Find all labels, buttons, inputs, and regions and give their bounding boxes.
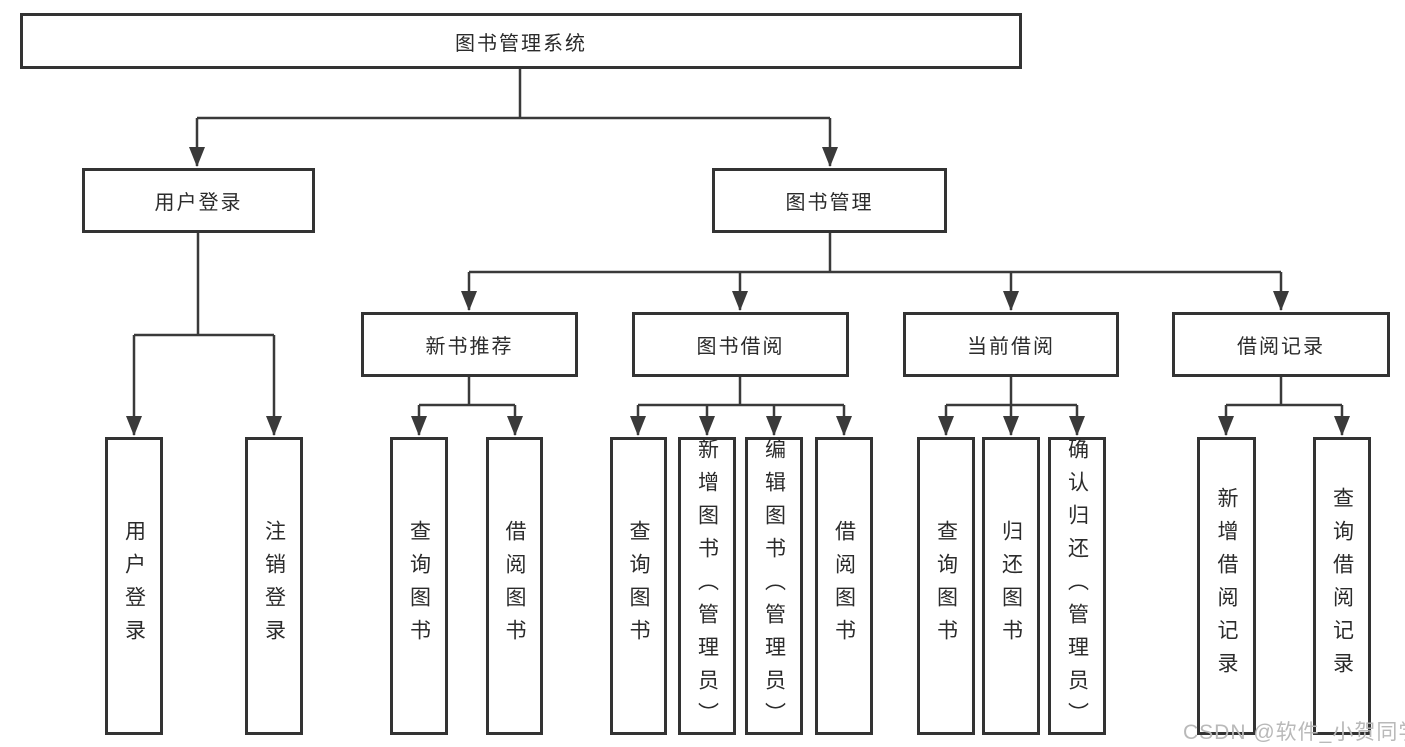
node-label: 确认归还（管理员） [1065, 437, 1089, 735]
node-label: 借阅记录 [1237, 336, 1325, 358]
leaf-query-books-recommend: 查询图书 [390, 437, 448, 735]
node-label: 查询借阅记录 [1330, 487, 1354, 685]
node-label: 用户登录 [122, 520, 146, 652]
leaf-borrow-books: 借阅图书 [815, 437, 873, 735]
leaf-add-books-admin: 新增图书（管理员） [678, 437, 736, 735]
leaf-logout: 注销登录 [245, 437, 303, 735]
node-new-book-recommend: 新书推荐 [361, 312, 578, 377]
leaf-user-login: 用户登录 [105, 437, 163, 735]
csdn-watermark: CSDN @软件_小贺同学 [1183, 721, 1405, 744]
node-label: 新增图书（管理员） [695, 437, 719, 735]
node-label: 查询图书 [627, 520, 650, 652]
node-label: 用户登录 [154, 192, 243, 214]
leaf-edit-books-admin: 编辑图书（管理员） [745, 437, 803, 735]
connector-login-to-leaves [126, 233, 282, 436]
node-current-borrowing: 当前借阅 [903, 312, 1119, 377]
node-label: 归还图书 [999, 520, 1023, 652]
node-label: 图书管理 [785, 192, 874, 214]
node-label: 查询图书 [407, 520, 431, 652]
node-borrowing-records: 借阅记录 [1172, 312, 1390, 377]
node-label: 借阅图书 [503, 520, 526, 652]
node-root-library-system: 图书管理系统 [20, 13, 1022, 69]
leaf-query-books-current: 查询图书 [917, 437, 975, 735]
leaf-add-borrow-record: 新增借阅记录 [1197, 437, 1256, 735]
node-label: 图书借阅 [696, 336, 785, 358]
connector-root-to-level2 [189, 69, 838, 167]
node-label: 图书管理系统 [455, 32, 587, 55]
leaf-borrow-books-recommend: 借阅图书 [486, 437, 543, 735]
node-book-borrowing: 图书借阅 [632, 312, 849, 377]
node-user-login: 用户登录 [82, 168, 315, 233]
connector-mgmt-to-level3 [461, 233, 1289, 311]
connector-borrowing-to-leaves [630, 377, 852, 436]
leaf-return-books: 归还图书 [982, 437, 1040, 735]
connector-newbook-to-leaves [411, 377, 523, 436]
connector-current-to-leaves [938, 377, 1085, 436]
node-book-management: 图书管理 [712, 168, 947, 233]
leaf-confirm-return-admin: 确认归还（管理员） [1048, 437, 1106, 735]
node-label: 新书推荐 [425, 336, 514, 358]
node-label: 新增借阅记录 [1215, 487, 1238, 685]
leaf-query-borrow-record: 查询借阅记录 [1313, 437, 1371, 735]
node-label: 当前借阅 [967, 336, 1055, 358]
connector-records-to-leaves [1218, 377, 1350, 436]
node-label: 编辑图书（管理员） [762, 437, 786, 735]
node-label: 注销登录 [262, 520, 286, 652]
leaf-query-books-borrowing: 查询图书 [610, 437, 667, 735]
node-label: 查询图书 [934, 520, 958, 652]
node-label: 借阅图书 [832, 520, 856, 652]
